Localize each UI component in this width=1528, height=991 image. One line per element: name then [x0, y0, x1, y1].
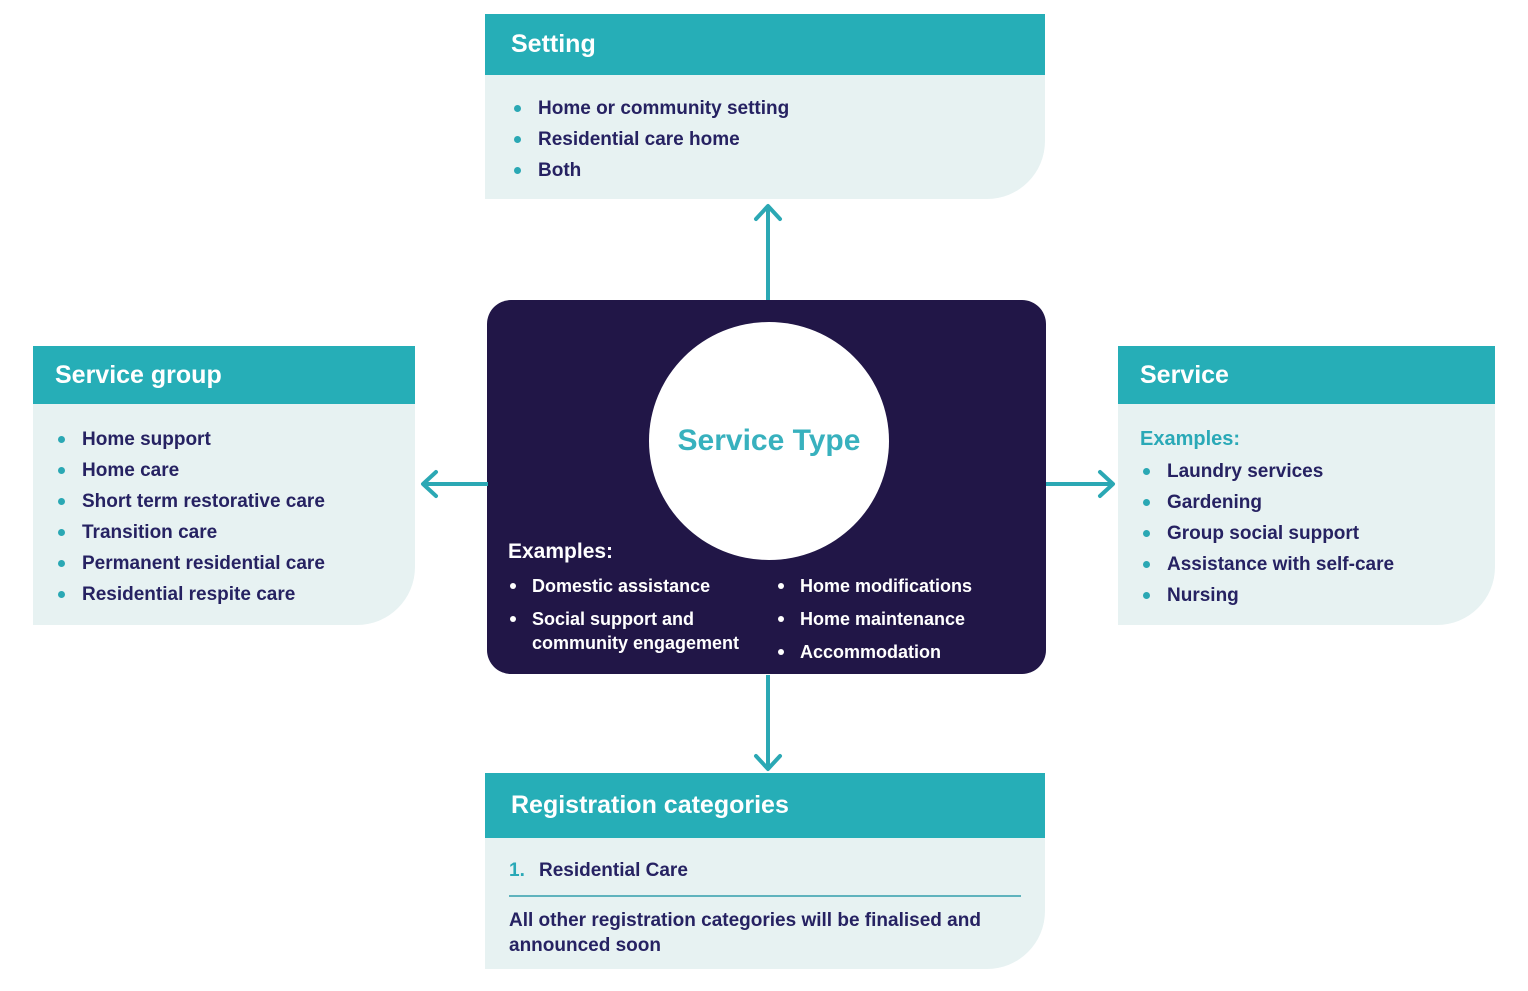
service-type-title: Service Type [677, 424, 861, 457]
list-item: Home care [55, 455, 393, 486]
service-type-circle: Service Type [649, 322, 889, 560]
list-item: Residential care home [511, 124, 1019, 155]
list-item: Residential respite care [55, 579, 393, 610]
registration-panel: Registration categories 1. Residential C… [485, 773, 1045, 969]
list-item: Both [511, 155, 1019, 186]
list-item: Domestic assistance [508, 574, 756, 598]
list-item: Short term restorative care [55, 486, 393, 517]
registration-panel-title: Registration categories [511, 791, 789, 819]
list-item: Nursing [1140, 580, 1473, 611]
arrow-left-icon [421, 470, 488, 498]
service-group-panel-title: Service group [55, 360, 222, 389]
list-item: Transition care [55, 517, 393, 548]
setting-panel-title: Setting [511, 30, 596, 58]
list-item: Accommodation [776, 640, 1016, 664]
registration-item-label: Residential Care [539, 860, 688, 881]
service-group-panel-header: Service group [33, 346, 415, 404]
list-item: Home or community setting [511, 93, 1019, 124]
registration-panel-header: Registration categories [485, 773, 1045, 838]
arrow-down-icon [754, 675, 782, 771]
divider [509, 895, 1021, 897]
setting-panel-header: Setting [485, 14, 1045, 75]
service-type-examples-label: Examples: [508, 540, 614, 563]
service-type-box: Service Type Examples: Domestic assistan… [487, 300, 1046, 674]
list-item: Gardening [1140, 487, 1473, 518]
registration-item: 1. Residential Care [509, 856, 1021, 886]
list-item: Home support [55, 424, 393, 455]
list-item: Home maintenance [776, 607, 1016, 631]
registration-note: All other registration categories will b… [509, 910, 981, 956]
arrow-up-icon [754, 204, 782, 300]
service-panel-title: Service [1140, 360, 1229, 389]
list-item: Home modifications [776, 574, 1016, 598]
registration-panel-body: 1. Residential Care All other registrati… [485, 838, 1045, 969]
list-item: Social support and community engagement [508, 607, 756, 655]
list-item: Assistance with self-care [1140, 549, 1473, 580]
registration-item-number: 1. [509, 860, 525, 881]
list-item: Permanent residential care [55, 548, 393, 579]
list-item: Group social support [1140, 518, 1473, 549]
service-panel-header: Service [1118, 346, 1495, 404]
arrow-right-icon [1046, 470, 1115, 498]
list-item: Laundry services [1140, 456, 1473, 487]
service-examples-label: Examples: [1140, 428, 1241, 450]
